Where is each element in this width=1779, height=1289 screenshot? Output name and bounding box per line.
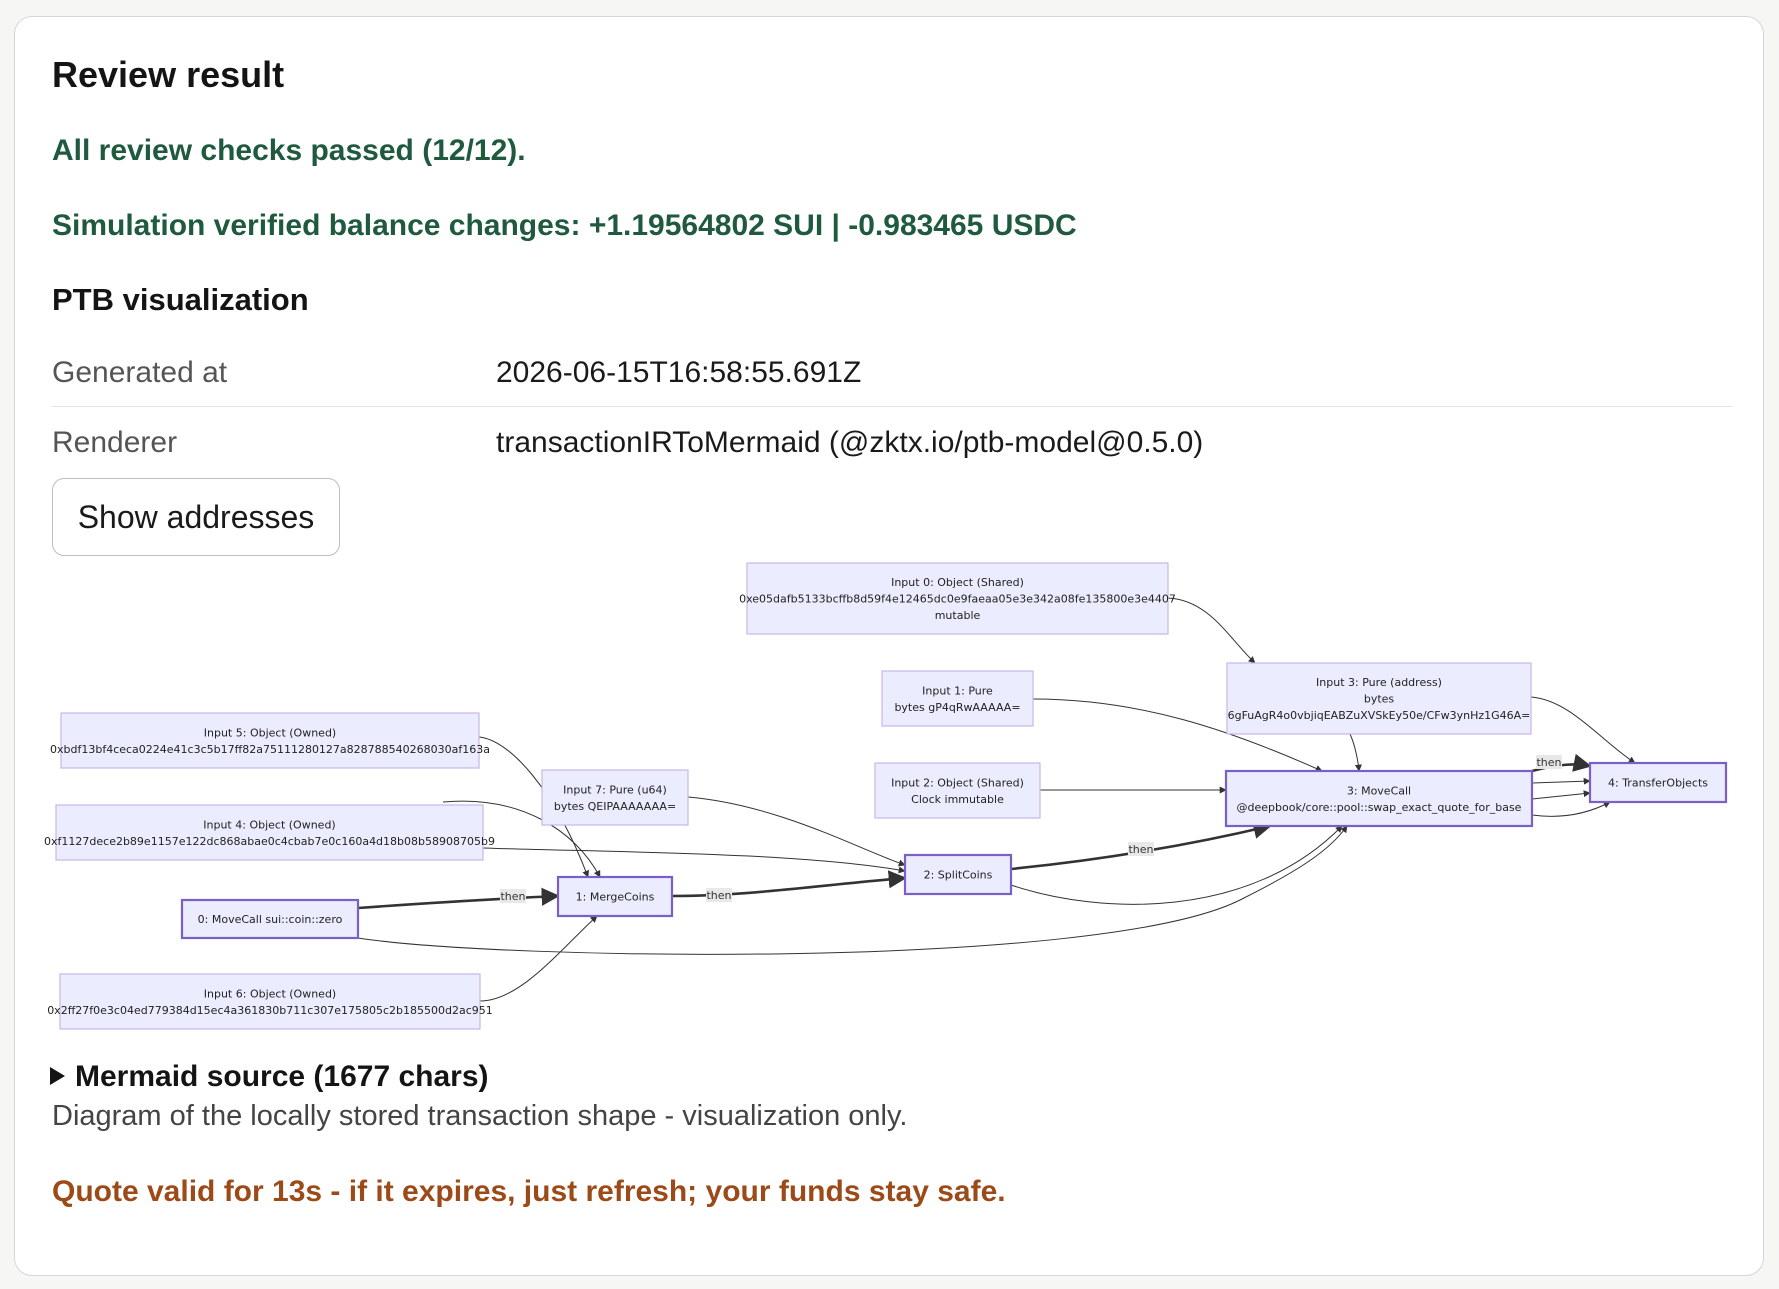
simulation-balance-message: Simulation verified balance changes: +1.… [52,209,1077,242]
mermaid-source-toggle[interactable]: Mermaid source (1677 chars) [50,1060,489,1094]
diagram-node-text: Clock immutable [911,793,1004,806]
then-edge-label: then [706,888,732,902]
then-edge [1531,753,1592,773]
then-edge [671,870,907,898]
diagram-node-cmd3: 3: MoveCall@deepbook/core::pool::swap_ex… [1224,769,1534,828]
diagram-node-text: bytes gP4qRwAAAAA= [894,701,1020,714]
then-label-text: then [1128,843,1153,856]
then-edge-label: then [1536,755,1562,769]
diagram-node-input5: Input 5: Object (Owned) 0xbdf13bf4ceca022… [50,712,490,769]
diagram-node-text: Input 1: Pure [922,684,993,697]
diagram-node-cmd2: 2: SplitCoins [903,853,1013,896]
data-edge [1010,825,1343,905]
then-edge-label: then [500,889,526,903]
data-edge [1032,698,1323,772]
data-edge [1531,801,1611,817]
diagram-node-text: Input 2: Object (Shared) [891,776,1024,789]
checks-passed-message: All review checks passed (12/12). [52,134,526,167]
then-label-text: then [706,889,731,902]
diagram-node-text: @deepbook/core::pool::swap_exact_quote_f… [1237,801,1522,814]
mermaid-source-summary: Mermaid source (1677 chars) [75,1060,489,1093]
diagram-node-text: Input 5: Object (Owned) [204,726,336,739]
diagram-node-text: 1: MergeCoins [576,891,655,904]
diagram-note: Diagram of the locally stored transactio… [52,1100,908,1132]
diagram-node-text: 0x2ff27f0e3c04ed779384d15ec4a361830b711c… [47,1004,493,1017]
data-edge [687,796,906,867]
data-edge [1349,733,1362,772]
renderer-value: transactionIRToMermaid (@zktx.io/ptb-mod… [496,426,1204,459]
quote-warning: Quote valid for 13s - if it expires, jus… [52,1175,1006,1208]
data-edge [1530,696,1636,764]
diagram-node-cmd0: 0: MoveCall sui::coin::zero [180,898,360,940]
diagram-node-text: 0xf1127dece2b89e1157e122dc868abae0c4cbab… [44,835,495,848]
diagram-node-input2: Input 2: Object (Shared) Clock immutable [874,762,1041,819]
diagram-node-text: 4: TransferObjects [1608,777,1708,790]
diagram-node-cmd4: 4: TransferObjects [1588,761,1728,804]
diagram-node-text: Input 6: Object (Owned) [204,987,336,1000]
data-edge [442,800,601,878]
generated-at-value: 2026-06-15T16:58:55.691Z [496,356,862,389]
then-label-text: then [1536,756,1561,769]
disclosure-triangle-icon [50,1067,65,1086]
data-edge [357,825,1348,955]
data-edge [1167,597,1256,664]
diagram-node-text: Input 4: Object (Owned) [203,818,335,831]
review-title: Review result [52,54,285,95]
diagram-node-input0: Input 0: Object (Shared) 0xe05dafb5133bcf… [739,562,1176,635]
diagram-node-input1: Input 1: Pure bytes gP4qRwAAAAA= [881,670,1034,727]
diagram-node-text: Input 7: Pure (u64) [563,783,667,796]
show-addresses-button[interactable]: Show addresses [52,478,340,556]
data-edge [1531,790,1591,800]
diagram-node-text: 0: MoveCall sui::coin::zero [198,913,343,926]
diagram-node-text: Input 3: Pure (address) [1316,676,1442,689]
row-divider [52,406,1732,407]
diagram-node-text: 2: SplitCoins [924,869,993,882]
data-edge [482,847,906,874]
diagram-node-text: Input 0: Object (Shared) [891,576,1024,589]
diagram-node-cmd1: 1: MergeCoins [556,875,674,918]
renderer-label: Renderer [52,426,178,459]
data-edge [479,915,598,1002]
diagram-node-text: 6gFuAgR4o0vbjiqEABZuXVSkEy50e/CFw3ynHz1G… [1228,709,1531,722]
diagram-node-text: 0xbdf13bf4ceca0224e41c3c5b17ff82a7511128… [50,743,490,756]
ptb-visualization-heading: PTB visualization [52,282,309,317]
then-label-text: then [500,890,525,903]
diagram-node-text: mutable [935,609,981,622]
review-result-card [14,16,1764,1276]
data-edge [1531,777,1591,785]
diagram-node-input3: Input 3: Pure (address) bytes 6gFuAgR4o0vb… [1226,662,1532,735]
data-edge [478,736,590,878]
diagram-node-input4: Input 4: Object (Owned) 0xf1127dece2b89e1… [44,804,495,861]
diagram-node-input6: Input 6: Object (Owned) 0x2ff27f0e3c04ed7… [47,973,493,1030]
diagram-node-text: 3: MoveCall [1347,784,1411,797]
then-edge [357,887,560,910]
diagram-node-text: 0xe05dafb5133bcffb8d59f4e12465dc0e9faeaa… [739,593,1176,606]
generated-at-label: Generated at [52,356,228,389]
diagram-node-text: bytes [1364,693,1395,706]
diagram-node-input7: Input 7: Pure (u64) bytes QEIPAAAAAAA= [541,769,689,826]
diagram-node-text: bytes QEIPAAAAAAA= [554,800,676,813]
then-edge-label: then [1128,842,1154,856]
